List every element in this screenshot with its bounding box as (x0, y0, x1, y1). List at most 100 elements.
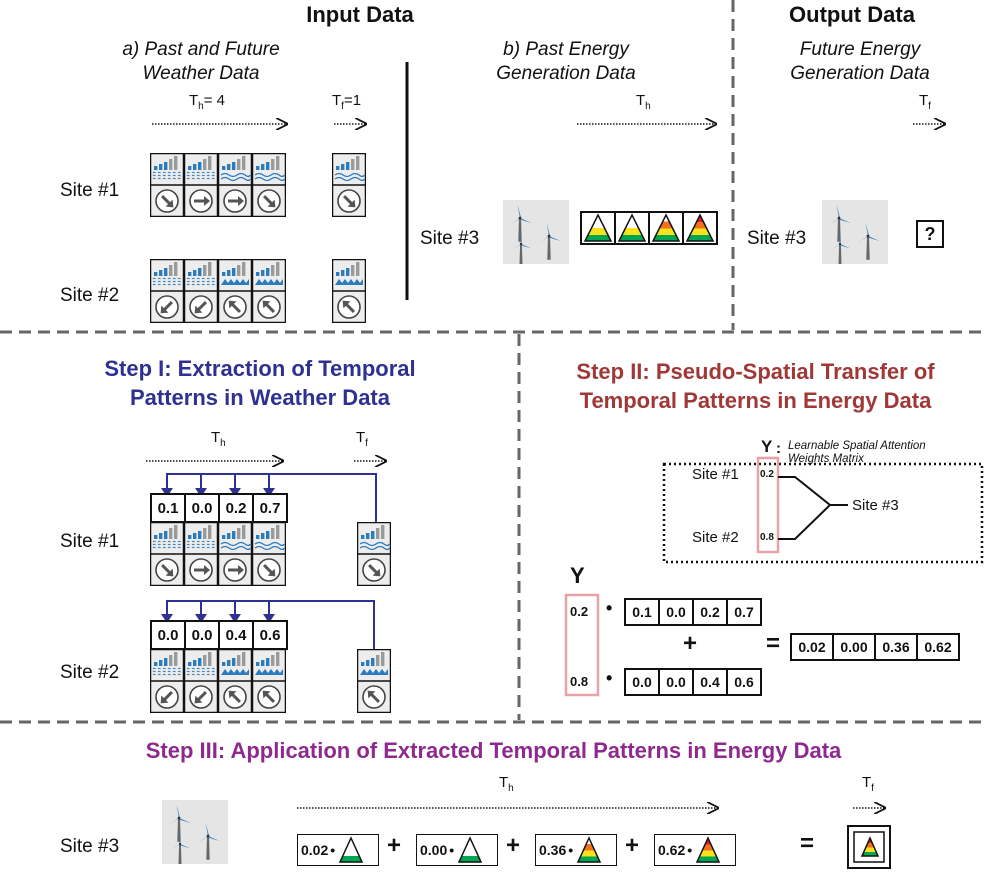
energy-level-icon (617, 213, 647, 242)
term-weight: 0.62 (658, 842, 686, 858)
value-cell: 0.0 (658, 668, 694, 696)
site1-label-legend: Site #1 (692, 466, 739, 483)
tf-label-output: Tf (919, 92, 931, 112)
wind-turbine-icon (503, 200, 569, 265)
weather-tile-icon (218, 153, 252, 217)
attention-legend-box (662, 462, 984, 564)
value-cell: 0.1 (624, 598, 660, 626)
plus-operator: + (387, 832, 402, 859)
tf-label-step3: Tf (862, 774, 874, 794)
plus-operator: + (506, 832, 521, 859)
weather-title-line2: Weather Data (142, 63, 260, 84)
value-cell: 0.0 (658, 598, 694, 626)
weather-tile-icon (218, 522, 252, 586)
energy-level-icon (337, 836, 365, 864)
energy-level-icon (575, 836, 603, 864)
y-weight-site2: 0.8 (570, 674, 589, 689)
step1-site2-weather-forecast (357, 649, 391, 713)
th-label-step3: Th (499, 774, 514, 794)
weighted-term: 0.62• (654, 834, 736, 866)
th-label-step1: Th (211, 429, 226, 449)
weather-tile-icon (150, 522, 184, 586)
step1-title: Step I: Extraction of Temporal Patterns … (70, 354, 450, 412)
term-weight: 0.02 (301, 842, 329, 858)
site3-turbine-image-input (503, 200, 569, 269)
value-cell: 0.1 (150, 493, 186, 523)
site2-weather-forecast (332, 259, 366, 323)
site1-weather-forecast (332, 153, 366, 217)
value-cell: 0.6 (726, 668, 762, 696)
legend-weight-site2: 0.8 (760, 532, 774, 543)
unknown-output-box (916, 220, 944, 248)
value-cell: 0.4 (218, 620, 254, 650)
dot-operator: • (687, 842, 693, 858)
energy-title-line2: Generation Data (496, 63, 636, 84)
site3-turbine-image-step3 (162, 800, 228, 869)
dot-operator: • (449, 842, 455, 858)
input-data-title: Input Data (306, 2, 414, 27)
step2-title: Step II: Pseudo-Spatial Transfer of Temp… (528, 357, 983, 415)
site3-turbine-image-output (822, 200, 888, 269)
weather-tile-icon (252, 649, 286, 713)
weather-tile-icon (184, 259, 218, 323)
weather-tile-icon (184, 649, 218, 713)
plus-operator-step2: + (683, 630, 698, 657)
value-cell: 0.0 (184, 493, 220, 523)
site2-label-step1: Site #2 (60, 662, 120, 683)
y-legend-column (756, 456, 780, 554)
merge-lines (778, 476, 832, 540)
site3-label-input: Site #3 (420, 228, 480, 249)
energy-level-icon (457, 836, 483, 863)
equals-operator-step2: = (766, 630, 781, 657)
wind-turbine-icon (822, 200, 888, 265)
site3-past-energy-levels (580, 211, 718, 245)
y-legend-line2: Weights Matrix (788, 453, 864, 465)
weather-tile-icon (252, 153, 286, 217)
energy-level-icon (695, 836, 721, 863)
step2-title-line2: Temporal Patterns in Energy Data (579, 388, 932, 413)
step1-title-line2: Patterns in Weather Data (129, 385, 390, 410)
term-weight: 0.36 (539, 842, 567, 858)
term-weight: 0.00 (420, 842, 448, 858)
value-cell: 0.7 (726, 598, 762, 626)
energy-level-icon (694, 836, 722, 864)
y-legend-line1: Learnable Spatial Attention (788, 440, 926, 452)
energy-level-icon (576, 836, 602, 863)
weighted-term: 0.02• (297, 834, 379, 866)
step1-site1-weather-forecast (357, 522, 391, 586)
step1-site1-weather-history (150, 522, 286, 586)
energy-data-subtitle: b) Past Energy Generation Data (466, 38, 666, 86)
energy-level-icon (456, 836, 484, 864)
weather-tile-icon (357, 649, 391, 713)
site2-label-top: Site #2 (60, 285, 120, 306)
weather-tile-icon (252, 259, 286, 323)
wind-turbine-icon (162, 800, 228, 865)
step3-title: Step III: Application of Extracted Tempo… (145, 738, 842, 763)
dot-operator: • (568, 842, 574, 858)
site1-label-step1: Site #1 (60, 531, 120, 552)
value-cell: 0.2 (692, 598, 728, 626)
value-cell: 0.2 (218, 493, 254, 523)
value-cell: 0.0 (624, 668, 660, 696)
value-cell: 0.0 (150, 620, 186, 650)
step1-title-line1: Step I: Extraction of Temporal (104, 356, 416, 381)
step3-predicted-energy-level (859, 836, 881, 858)
step2-title-line1: Step II: Pseudo-Spatial Transfer of (576, 359, 935, 384)
site3-label-step3: Site #3 (60, 836, 120, 857)
y-vector-box (564, 593, 600, 697)
y-legend-description: Learnable Spatial Attention Weights Matr… (788, 440, 926, 466)
step1-site2-weather-history (150, 649, 286, 713)
value-cell: 0.0 (184, 620, 220, 650)
y-symbol-main: Y (570, 563, 585, 588)
site1-label-top: Site #1 (60, 180, 120, 201)
weather-tile-icon (150, 259, 184, 323)
weather-tile-icon (218, 259, 252, 323)
future-title-line1: Future Energy (799, 39, 921, 60)
energy-level-icon (685, 213, 715, 242)
weather-tile-icon (332, 259, 366, 323)
weather-tile-icon (184, 153, 218, 217)
weather-tile-icon (252, 522, 286, 586)
plus-operator: + (625, 832, 640, 859)
future-title-line2: Generation Data (790, 63, 930, 84)
value-cell: 0.7 (252, 493, 288, 523)
